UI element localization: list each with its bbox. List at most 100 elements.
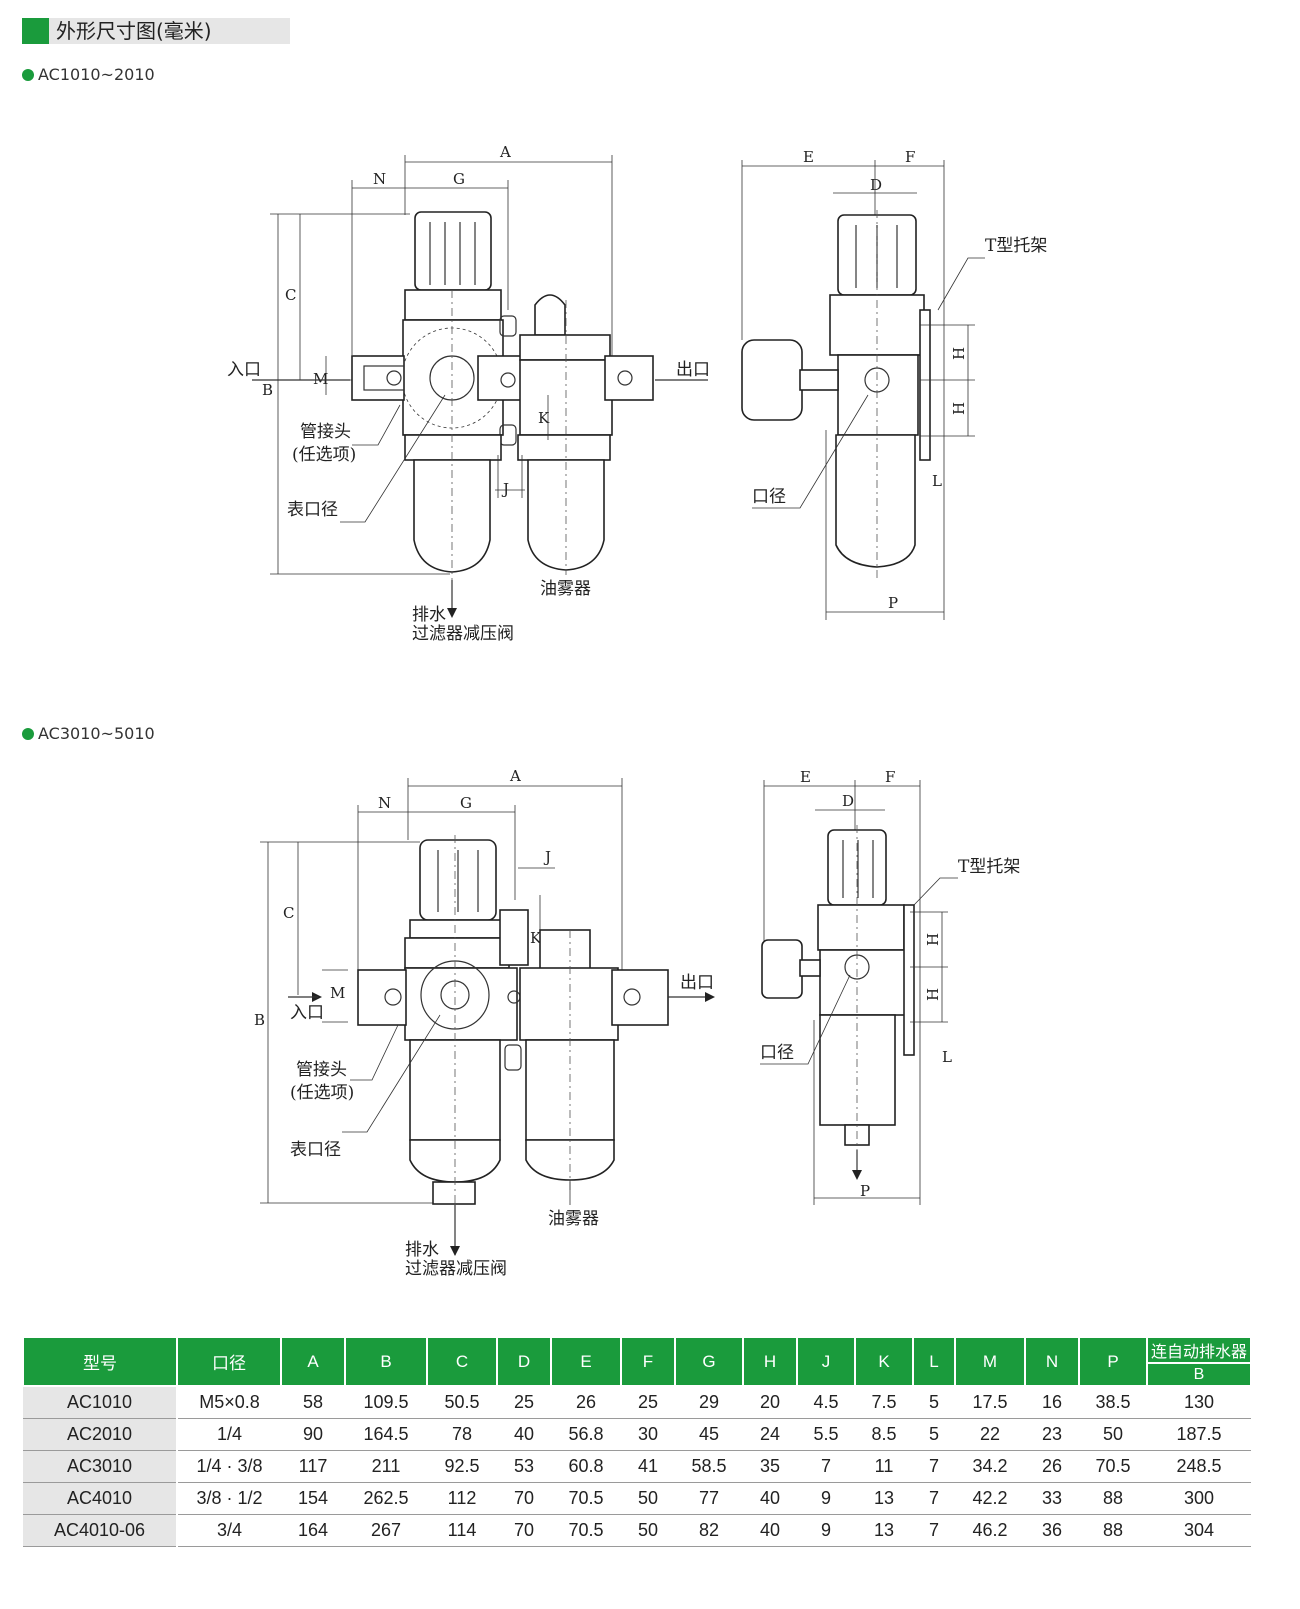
table-cell: 267 — [345, 1514, 427, 1547]
dim-m: M — [330, 984, 345, 1002]
table-cell: 34.2 — [955, 1450, 1025, 1483]
col-header: C — [426, 1336, 498, 1387]
table-cell: 29 — [675, 1386, 743, 1419]
header-marker — [22, 18, 49, 44]
dim-e: E — [800, 768, 811, 786]
dim-b: B — [262, 381, 273, 399]
table-cell: 70 — [497, 1514, 551, 1547]
table-cell: 7 — [913, 1450, 955, 1483]
table-cell: 262.5 — [345, 1482, 427, 1515]
table-cell: 30 — [621, 1418, 675, 1451]
table-cell: 58 — [281, 1386, 345, 1419]
col-header-auto-drain: 连自动排水器 — [1146, 1336, 1252, 1364]
table-cell: 164.5 — [345, 1418, 427, 1451]
subtitle-ac1010: AC1010~2010 — [22, 66, 155, 84]
col-header-auto-drain-b: B — [1146, 1362, 1252, 1387]
table-cell: 304 — [1147, 1514, 1251, 1547]
table-cell: 248.5 — [1147, 1450, 1251, 1483]
table-cell: 77 — [675, 1482, 743, 1515]
table-cell: 300 — [1147, 1482, 1251, 1515]
dim-n: N — [378, 794, 391, 812]
table-cell: 92.5 — [427, 1450, 497, 1483]
label-frl: 过滤器减压阀 — [412, 624, 514, 644]
table-cell: 36 — [1025, 1514, 1079, 1547]
page-title: 外形尺寸图(毫米) — [56, 19, 212, 43]
dim-a: A — [509, 767, 521, 785]
label-gauge-port: 表口径 — [287, 500, 338, 520]
table-cell: 23 — [1025, 1418, 1079, 1451]
drawing-ac3010: A N G B C M J K 入口 出口 管接头 — [254, 767, 1020, 1279]
table-cell: 40 — [743, 1514, 797, 1547]
table-cell: 88 — [1079, 1482, 1147, 1515]
dim-b: B — [254, 1011, 265, 1029]
table-cell: 5 — [913, 1386, 955, 1419]
label-optional: (任选项) — [290, 1083, 354, 1103]
dim-f: F — [905, 148, 915, 166]
table-cell: 40 — [743, 1482, 797, 1515]
table-cell: 9 — [797, 1514, 855, 1547]
dim-f: F — [885, 768, 895, 786]
dim-k: K — [538, 409, 550, 427]
dim-j: J — [543, 848, 551, 866]
model-cell: AC4010 — [23, 1482, 178, 1515]
table-cell: 4.5 — [797, 1386, 855, 1419]
dim-j: J — [501, 480, 509, 498]
table-cell: 22 — [955, 1418, 1025, 1451]
model-cell: AC4010-06 — [23, 1514, 178, 1547]
table-cell: 33 — [1025, 1482, 1079, 1515]
table-header-row: 型号 口径 A B C D E F G H J K L M N P 连自动排水器 — [22, 1336, 1252, 1387]
label-inlet: 入口 — [290, 1003, 324, 1023]
table-cell: 70.5 — [1079, 1450, 1147, 1483]
label-drain: 排水 — [405, 1240, 439, 1260]
table-cell: 13 — [855, 1482, 913, 1515]
table-cell: 7.5 — [855, 1386, 913, 1419]
dim-h1: H — [950, 347, 968, 360]
label-fitting: 管接头 — [296, 1060, 347, 1080]
table-cell: 7 — [913, 1482, 955, 1515]
table-cell: 211 — [345, 1450, 427, 1483]
table-cell: 26 — [1025, 1450, 1079, 1483]
label-bracket: T型托架 — [985, 236, 1047, 256]
table-cell: 7 — [913, 1514, 955, 1547]
table-cell: 3/8 · 1/2 — [177, 1482, 281, 1515]
col-header: A — [280, 1336, 346, 1387]
table-cell: 154 — [281, 1482, 345, 1515]
table-cell: 109.5 — [345, 1386, 427, 1419]
table-cell: 20 — [743, 1386, 797, 1419]
table-cell: 45 — [675, 1418, 743, 1451]
table-cell: 1/4 · 3/8 — [177, 1450, 281, 1483]
table-cell: 130 — [1147, 1386, 1251, 1419]
col-header: H — [742, 1336, 798, 1387]
table-cell: 46.2 — [955, 1514, 1025, 1547]
table-cell: 9 — [797, 1482, 855, 1515]
dim-l: L — [942, 1048, 952, 1066]
section-header: 外形尺寸图(毫米) — [22, 18, 290, 44]
bullet-icon — [22, 728, 34, 740]
table-cell: 58.5 — [675, 1450, 743, 1483]
label-port: 口径 — [760, 1043, 794, 1063]
col-header: F — [620, 1336, 676, 1387]
table-cell: 164 — [281, 1514, 345, 1547]
dim-a: A — [499, 143, 511, 161]
model-cell: AC3010 — [23, 1450, 178, 1483]
label-lubricator: 油雾器 — [540, 579, 591, 599]
subtitle-ac3010: AC3010~5010 — [22, 725, 155, 743]
label-gauge-port: 表口径 — [290, 1140, 341, 1160]
model-cell: AC1010 — [23, 1386, 178, 1419]
table-cell: 56.8 — [551, 1418, 621, 1451]
label-port: 口径 — [752, 487, 786, 507]
table-cell: 50 — [621, 1482, 675, 1515]
table-cell: 5.5 — [797, 1418, 855, 1451]
drawing-ac1010: A N G B C M K J 入口 — [227, 143, 1047, 644]
table-cell: 60.8 — [551, 1450, 621, 1483]
table-cell: 50.5 — [427, 1386, 497, 1419]
table-cell: 187.5 — [1147, 1418, 1251, 1451]
dim-e: E — [803, 148, 814, 166]
label-outlet: 出口 — [676, 360, 710, 380]
table-cell: 82 — [675, 1514, 743, 1547]
table-cell: 70 — [497, 1482, 551, 1515]
table-cell: 38.5 — [1079, 1386, 1147, 1419]
table-cell: 26 — [551, 1386, 621, 1419]
